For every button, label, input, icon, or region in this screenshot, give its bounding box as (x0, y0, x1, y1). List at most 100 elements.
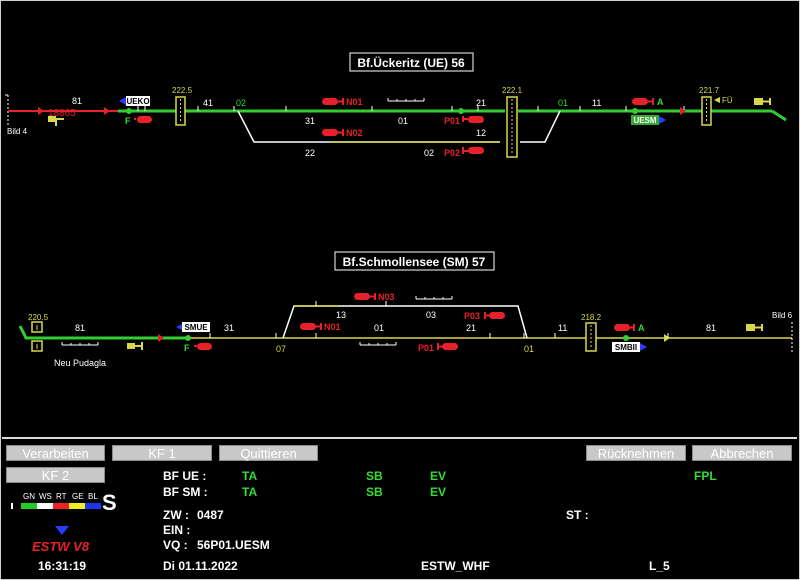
signal-n01-icon[interactable] (322, 98, 338, 105)
direction-arrow (664, 334, 670, 342)
legend-swatch-bl (85, 503, 101, 509)
signal-red-icon[interactable] (137, 116, 152, 123)
signal-p01-icon[interactable] (468, 116, 484, 123)
track-siding[interactable] (520, 110, 561, 143)
km-marker: 222.5 (172, 86, 193, 95)
track-label-21: 21 (466, 323, 476, 333)
sm-sb[interactable]: SB (366, 485, 383, 499)
svg-text:SMUE: SMUE (184, 323, 208, 332)
block-icon (31, 340, 43, 352)
station-title-schmollensee[interactable]: Bf.Schmollensee (SM) 57 (334, 251, 495, 271)
track-label-31: 31 (305, 116, 315, 126)
bild-label: Bild 6 (772, 311, 793, 320)
track-siding[interactable] (237, 110, 500, 143)
signal-label-smbii[interactable] (612, 342, 640, 352)
signal-label-uesm[interactable] (631, 115, 659, 125)
direction-arrow (104, 107, 110, 115)
triangle-down-icon (55, 526, 69, 535)
level: L_5 (649, 559, 670, 573)
abbrechen-button[interactable]: Abbrechen (692, 445, 792, 461)
track-label-41: 41 (203, 98, 213, 108)
track-label-01: 01 (398, 116, 408, 126)
legend-swatch-ge (69, 503, 85, 509)
track-label-81: 81 (75, 323, 85, 333)
ue-fpl[interactable]: FPL (694, 469, 717, 483)
sm-ta[interactable]: TA (242, 485, 258, 499)
signal-p02-icon[interactable] (468, 147, 484, 154)
host-name: ESTW_WHF (421, 559, 490, 573)
legend-rt: RT (56, 492, 67, 501)
vq-label: VQ : (163, 538, 188, 552)
ue-ta[interactable]: TA (242, 469, 258, 483)
quittieren-button[interactable]: Quittieren (219, 445, 318, 461)
signal-p03-icon[interactable] (489, 312, 505, 319)
track-label-01: 01 (374, 323, 384, 333)
signal-arrow-icon (640, 343, 647, 351)
track-label-03: 03 (426, 310, 436, 320)
st-label: ST : (566, 508, 589, 522)
kf2-button[interactable]: KF 2 (6, 467, 105, 483)
track-joints (209, 301, 669, 338)
legend-gn: GN (23, 492, 35, 501)
bild-label: Bild 4 (7, 127, 28, 136)
legend-ws: WS (39, 492, 52, 501)
legend-swatch-rt (53, 503, 69, 509)
kf1-button[interactable]: KF 1 (112, 445, 212, 461)
track-label-13: 13 (336, 310, 346, 320)
legend-ge: GE (72, 492, 84, 501)
track-siding[interactable] (282, 305, 528, 339)
bf-ue-label: BF UE : (163, 469, 207, 483)
track-label-02b: 02 (424, 148, 434, 158)
signal-n01-label: N01 (324, 322, 341, 332)
mode-letter: S (102, 490, 117, 515)
signal-arrow-icon (119, 97, 126, 105)
clock-time: 16:31:19 (38, 559, 87, 573)
panel-separator (2, 437, 797, 439)
station-title-ueckeritz[interactable]: Bf.Ückeritz (UE) 56 (349, 52, 474, 72)
track-label-31: 31 (224, 323, 234, 333)
signal-p01-label: P01 (444, 116, 460, 126)
signal-n02-icon[interactable] (322, 129, 338, 136)
signal-dot (126, 108, 132, 114)
signal-a-label: A (638, 323, 645, 333)
date: Di 01.11.2022 (163, 559, 238, 573)
svg-text:UESM: UESM (633, 116, 656, 125)
track-route[interactable] (18, 325, 186, 340)
platform-neu-pudagla (61, 342, 99, 346)
track-label-81b: 81 (706, 323, 716, 333)
signal-n01-label: N01 (346, 97, 363, 107)
svg-text:Bf.Schmollensee (SM) 57: Bf.Schmollensee (SM) 57 (343, 255, 486, 269)
signal-n03-icon[interactable] (354, 293, 370, 300)
track-label-11: 11 (558, 323, 567, 333)
track-label-07: 07 (276, 344, 286, 354)
svg-text:SMBII: SMBII (615, 343, 637, 352)
signal-f-label: F (184, 343, 190, 353)
signal-red-icon[interactable] (197, 343, 212, 350)
signal-f-label: F (125, 116, 131, 126)
block-icon (31, 321, 43, 333)
legend-swatch-gn (21, 503, 37, 509)
signal-label-ueko[interactable] (126, 96, 150, 106)
signal-a-icon[interactable] (614, 324, 630, 331)
sm-ev[interactable]: EV (430, 485, 447, 499)
ruecknehmen-button[interactable]: Rücknehmen (586, 445, 686, 461)
signal-a-icon[interactable] (632, 98, 648, 105)
zw-label: ZW : (163, 508, 189, 522)
sign-icon (754, 98, 763, 105)
signal-p01-icon[interactable] (442, 343, 458, 350)
km-marker: 218.2 (581, 313, 602, 322)
track-label-81: 81 (72, 96, 82, 106)
signal-n01-icon[interactable] (300, 323, 316, 330)
station-neu-pudagla: Neu Pudagla (54, 358, 106, 368)
ue-ev[interactable]: EV (430, 469, 447, 483)
fu-label: FÜ (722, 96, 733, 105)
signal-label-smue[interactable] (182, 322, 210, 332)
track-label-01b: 01 (524, 344, 534, 354)
train-number: 18865 (48, 108, 76, 119)
zw-value: 0487 (197, 508, 224, 522)
verarbeiten-button[interactable]: Verarbeiten (6, 445, 105, 461)
track-label-12: 12 (476, 128, 486, 138)
app-name: ESTW V8 (32, 539, 90, 554)
ue-sb[interactable]: SB (366, 469, 383, 483)
km-marker: 220.5 (28, 313, 49, 322)
